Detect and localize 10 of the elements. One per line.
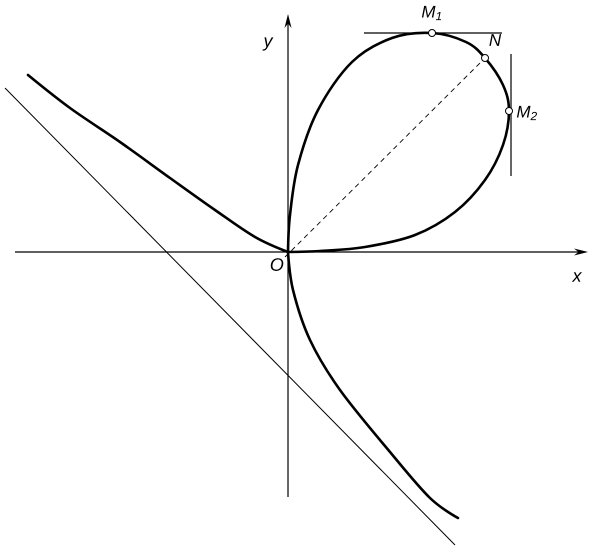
point-marker	[428, 29, 436, 37]
axis-label: y	[262, 37, 274, 51]
origin-label: O	[270, 258, 284, 271]
axis-label: x	[572, 272, 582, 282]
point-label: M$_{2}$	[516, 106, 537, 120]
point-label: N	[489, 34, 502, 46]
dashed-line	[284, 60, 483, 258]
point-label: M$_{1}$	[422, 6, 442, 20]
point-marker	[481, 54, 489, 62]
point-marker	[505, 107, 513, 115]
